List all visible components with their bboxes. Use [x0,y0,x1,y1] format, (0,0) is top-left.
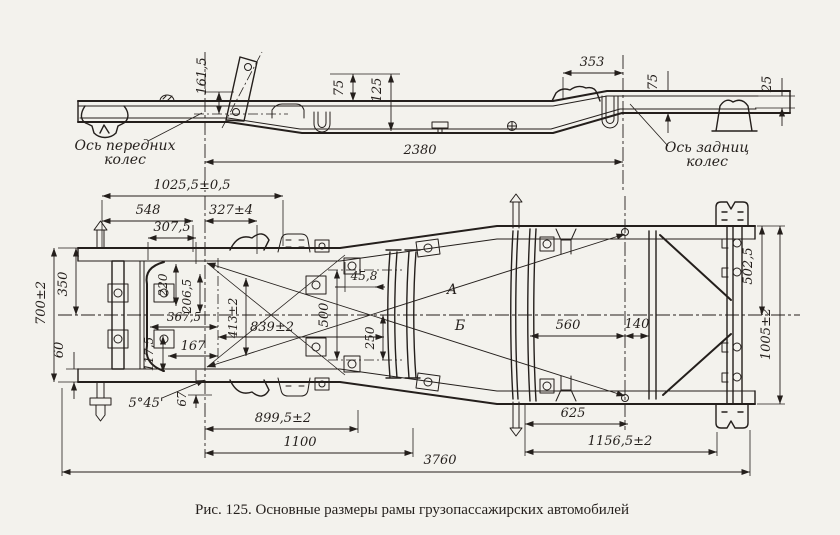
dim-1025-5: 1025,5±0,5 [153,178,230,193]
dim-1156-5: 1156,5±2 [588,434,653,449]
rear-mid-crossmembers [509,193,577,437]
svg-text:колес: колес [686,154,728,170]
diagonal-label-a: А [446,282,458,298]
dim-625: 625 [561,406,586,421]
rear-axle-label: Ось задниц колес [629,103,749,170]
side-view: 161,5 75 125 353 75 25 2380 Ось передних… [75,51,795,192]
front-crossmember [111,260,125,370]
dim-839: 839±2 [250,320,294,335]
dim-250: 250 [363,326,377,350]
steering-bracket-strut [221,51,263,129]
c-bracket [145,261,165,372]
dim-502-5: 502,5 [741,247,756,284]
diagonal-label-b: Б [454,318,465,334]
dim-125: 125 [370,78,385,103]
dim-500: 500 [317,303,332,328]
figure-caption: Рис. 125. Основные размеры рамы грузопас… [195,502,629,518]
middle-crossmembers [343,238,441,392]
side-frame-rail [77,90,791,134]
rear-hump-bracket [551,85,601,102]
diagonal-check-lines: А Б [206,228,629,402]
u-clamp-rear [601,95,619,129]
dim-45-8: 45,8 [350,269,378,283]
dim-353: 353 [580,55,605,70]
dim-560: 560 [556,318,581,333]
dim-1100: 1100 [283,435,316,450]
dim-350: 350 [56,272,71,297]
dim-899-5: 899,5±2 [255,411,311,426]
dim-60: 60 [52,342,67,359]
dim-75-front: 75 [332,80,347,97]
dim-3760: 3760 [423,453,456,468]
dim-367-5: 367,5 [167,310,201,324]
engine-mount-plates [107,275,327,357]
dim-140: 140 [625,317,650,332]
cab-mount-bracket [271,103,305,119]
dim-67: 67 [175,391,189,407]
svg-text:Ось передних: Ось передних [75,138,176,154]
front-spring-hanger [80,105,129,139]
plan-view: А Б [34,178,800,476]
inner-rails [139,260,145,370]
web-bolt [507,121,517,131]
dim-413: 413±2 [226,298,240,340]
dim-548: 548 [136,203,161,218]
dim-220: 220 [156,273,170,297]
plan-dimensions: 1025,5±0,5 548 327±4 307,5 700±2 350 60 … [34,178,785,476]
dim-307-5: 307,5 [153,220,190,235]
flange-clip [431,121,449,134]
dim-206-5: 206,5 [180,279,194,314]
dim-25: 25 [760,76,775,94]
dome-bolt [159,94,175,102]
dim-161-5: 161,5 [195,57,210,94]
dim-5-45: 5°45' [129,396,164,411]
rear-spring-bracket [711,99,758,132]
side-dimensions: 161,5 75 125 353 75 25 2380 [194,55,795,166]
dim-700: 700±2 [34,281,49,325]
dim-117-5: 117,5 [142,337,156,371]
svg-text:колес: колес [104,152,146,168]
dim-167: 167 [181,339,207,354]
dim-1005: 1005±2 [759,308,774,360]
svg-text:Ось задниц: Ось задниц [665,140,749,156]
dim-2380: 2380 [402,143,436,158]
front-axle-label: Ось передних колес [75,112,203,168]
rear-crossmember-structure [648,201,749,429]
dim-327: 327±4 [209,203,253,218]
dim-75-rear: 75 [646,74,661,91]
u-clamp-front [313,111,331,133]
